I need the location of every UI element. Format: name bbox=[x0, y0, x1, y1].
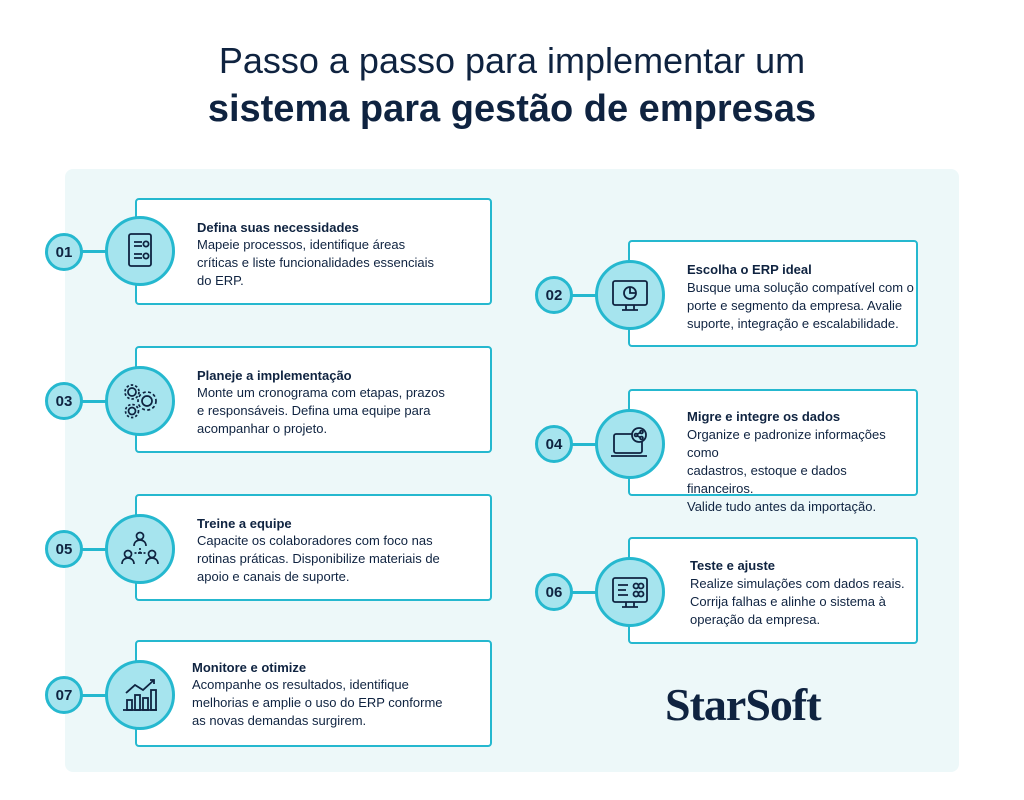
step-card: Planeje a implementação Monte um cronogr… bbox=[135, 346, 492, 453]
team-icon bbox=[121, 531, 159, 565]
step-number-badge: 06 bbox=[535, 573, 573, 611]
step-card: Teste e ajuste Realize simulações com da… bbox=[628, 537, 918, 644]
starsoft-logo: StarSoft bbox=[665, 679, 822, 730]
step-connector bbox=[81, 250, 111, 253]
step-card: Defina suas necessidades Mapeie processo… bbox=[135, 198, 492, 305]
step-description: Busque uma solução compatível com o port… bbox=[687, 280, 914, 331]
step-icon-circle bbox=[595, 260, 665, 330]
gears-icon bbox=[124, 384, 157, 419]
step-card: Escolha o ERP ideal Busque uma solução c… bbox=[628, 240, 918, 347]
step-icon-circle bbox=[595, 409, 665, 479]
step-icon-circle bbox=[105, 216, 175, 286]
step-icon-circle bbox=[105, 514, 175, 584]
step-card: Migre e integre os dados Organize e padr… bbox=[628, 389, 918, 514]
step-description: Acompanhe os resultados, identifique mel… bbox=[192, 677, 443, 728]
step-description: Organize e padronize informações como ca… bbox=[687, 427, 886, 514]
step-number-badge: 07 bbox=[45, 676, 83, 714]
monitor-settings-icon bbox=[612, 577, 648, 608]
step-icon-circle bbox=[105, 366, 175, 436]
monitor-chart-icon bbox=[612, 280, 648, 311]
step-title: Monitore e otimize bbox=[192, 660, 307, 675]
step-description: Realize simulações com dados reais. Corr… bbox=[690, 576, 905, 627]
step-connector bbox=[571, 443, 601, 446]
checklist-icon bbox=[128, 233, 152, 267]
step-description: Monte um cronograma com etapas, prazos e… bbox=[197, 385, 445, 436]
step-card: Monitore e otimize Acompanhe os resultad… bbox=[135, 640, 492, 747]
step-title: Planeje a implementação bbox=[197, 368, 352, 383]
step-number-badge: 05 bbox=[45, 530, 83, 568]
step-connector bbox=[81, 694, 111, 697]
laptop-share-icon bbox=[611, 427, 647, 457]
step-number-badge: 04 bbox=[535, 425, 573, 463]
step-number-badge: 01 bbox=[45, 233, 83, 271]
step-connector bbox=[81, 548, 111, 551]
step-title: Escolha o ERP ideal bbox=[687, 262, 812, 277]
step-card: Treine a equipe Capacite os colaboradore… bbox=[135, 494, 492, 601]
step-number-badge: 03 bbox=[45, 382, 83, 420]
step-title: Defina suas necessidades bbox=[197, 220, 359, 235]
page-title-line-1: Passo a passo para implementar um bbox=[218, 40, 806, 81]
step-title: Teste e ajuste bbox=[690, 558, 776, 573]
page-title-line-2: sistema para gestão de empresas bbox=[207, 88, 817, 130]
step-title: Treine a equipe bbox=[197, 516, 292, 531]
growth-chart-icon bbox=[123, 679, 157, 711]
step-title: Migre e integre os dados bbox=[687, 409, 841, 424]
step-description: Mapeie processos, identifique áreas crít… bbox=[197, 237, 435, 288]
step-icon-circle bbox=[595, 557, 665, 627]
step-connector bbox=[571, 294, 601, 297]
step-connector bbox=[81, 400, 111, 403]
step-description: Capacite os colaboradores com foco nas r… bbox=[197, 533, 440, 584]
step-connector bbox=[571, 591, 601, 594]
step-number-badge: 02 bbox=[535, 276, 573, 314]
step-icon-circle bbox=[105, 660, 175, 730]
